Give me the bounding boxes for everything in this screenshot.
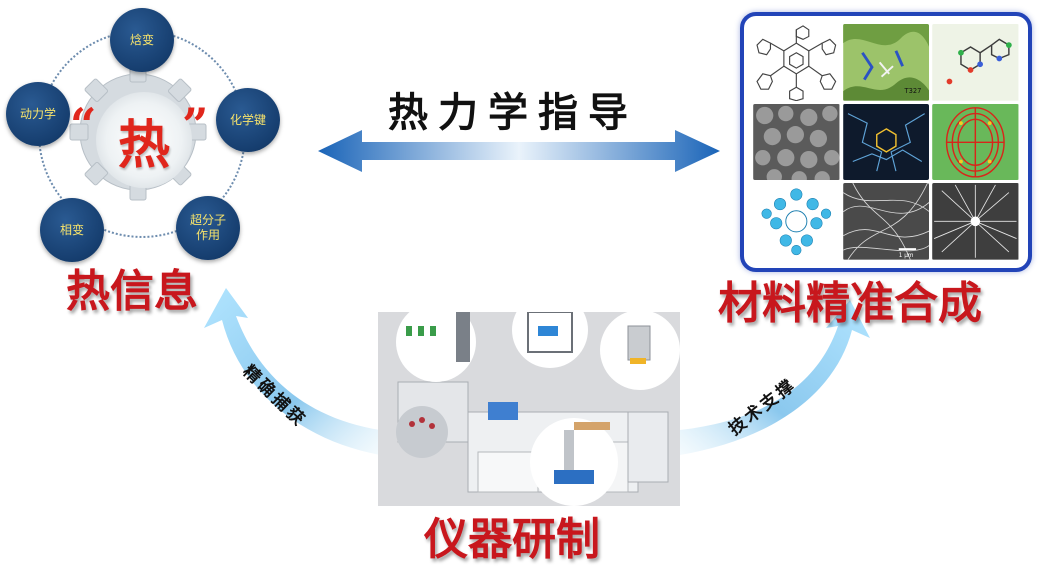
precise-capture-label: 精确捕获 — [238, 361, 311, 432]
node-supramolecular: 超分子 作用 — [176, 196, 240, 260]
heat-center-label: 热 — [96, 92, 192, 188]
crystal-packing-image — [932, 24, 1019, 101]
left-curved-arrow — [204, 288, 380, 455]
quote-close: ” — [182, 98, 209, 152]
instrument-photo — [378, 312, 680, 506]
quote-open: “ — [70, 98, 97, 152]
sem-urchin-image — [932, 183, 1019, 260]
molecule-structure-image — [753, 24, 840, 101]
hexagonal-cage-image — [753, 183, 840, 260]
sem-fibers-image: 1 μm — [842, 183, 930, 260]
scale-bar-label: 1 μm — [898, 253, 913, 259]
framework-structure-image — [842, 103, 930, 181]
node-chemical-bond: 化学键 — [216, 88, 280, 152]
residue-label: T327 — [903, 87, 921, 95]
node-phase-change: 相变 — [40, 198, 104, 262]
instrument-development-title: 仪器研制 — [424, 514, 600, 565]
thermo-guidance-title: 热力学指导 — [388, 89, 638, 136]
technical-support-label: 技术支撑 — [725, 374, 801, 440]
material-synthesis-title: 材料精准合成 — [718, 278, 982, 329]
protein-structure-image: T327 — [842, 24, 930, 101]
nanotube-image — [932, 103, 1019, 181]
sem-particles-image — [753, 103, 840, 181]
node-kinetics: 动力学 — [6, 82, 70, 146]
node-enthalpy: 焓变 — [110, 8, 174, 72]
materials-image-panel: T327 — [740, 12, 1032, 272]
heat-info-title: 热信息 — [66, 266, 198, 317]
